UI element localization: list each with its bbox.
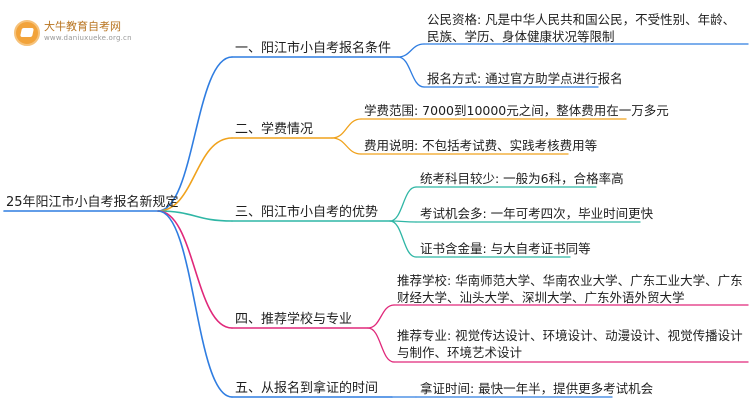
branch-4-leaf-2: 推荐专业: 视觉传达设计、环境设计、动漫设计、视觉传播设计与制作、环境艺术设计 [397, 328, 743, 360]
branch-3-link [157, 210, 233, 222]
site-logo: 大牛教育自考网 www.daniuxueke.org.cn [14, 14, 132, 48]
branch-4-leaf-1-link [367, 304, 395, 329]
root-node: 25年阳江市小自考报名新规定 [6, 195, 179, 210]
branch-2-leaf-2-link [331, 137, 362, 155]
branch-4-link [157, 210, 233, 329]
branch-1-leaf-1: 公民资格: 凡是中华人民共和国公民，不受性别、年龄、民族、学历、身体健康状况等限… [427, 12, 736, 44]
branch-2-leaf-2: 费用说明: 不包括考试费、实践考核费用等 [364, 138, 598, 153]
branch-3-label: 三、阳江市小自考的优势 [235, 205, 379, 220]
branch-1-link [157, 56, 233, 212]
branch-3-leaf-1-link [389, 186, 417, 222]
branch-1-label: 一、阳江市小自考报名条件 [235, 41, 392, 56]
branch-4-leaf-2-link [367, 327, 395, 363]
branch-5-leaf-1: 拿证时间: 最快一年半，提供更多考试机会 [420, 381, 654, 396]
branch-5-link [157, 210, 233, 398]
branch-2-link [157, 137, 233, 212]
branch-1-leaf-2: 报名方式: 通过官方助学点进行报名 [427, 71, 623, 86]
branch-2-label: 二、学费情况 [235, 122, 314, 137]
logo-url: www.daniuxueke.org.cn [44, 34, 132, 42]
logo-name: 大牛教育自考网 [44, 20, 121, 33]
branch-5-label: 五、从报名到拿证的时间 [235, 381, 379, 396]
branch-2-leaf-1-link [331, 118, 362, 139]
branch-4-leaf-1: 推荐学校: 华南师范大学、华南农业大学、广东工业大学、广东财经大学、汕头大学、深… [397, 273, 743, 305]
branch-2-leaf-1: 学费范围: 7000到10000元之间，整体费用在一万多元 [364, 103, 669, 118]
book-icon [14, 20, 40, 46]
branch-4-label: 四、推荐学校与专业 [235, 312, 353, 327]
branch-3-leaf-3: 证书含金量: 与大自考证书同等 [420, 241, 591, 256]
branch-3-leaf-2: 考试机会多: 一年可考四次，毕业时间更快 [420, 206, 654, 221]
branch-1-leaf-1-link [397, 43, 425, 58]
branch-1-leaf-2-link [397, 56, 425, 88]
branch-3-leaf-1: 统考科目较少: 一般为6科，合格率高 [420, 171, 624, 186]
branch-3-leaf-3-link [389, 220, 417, 258]
